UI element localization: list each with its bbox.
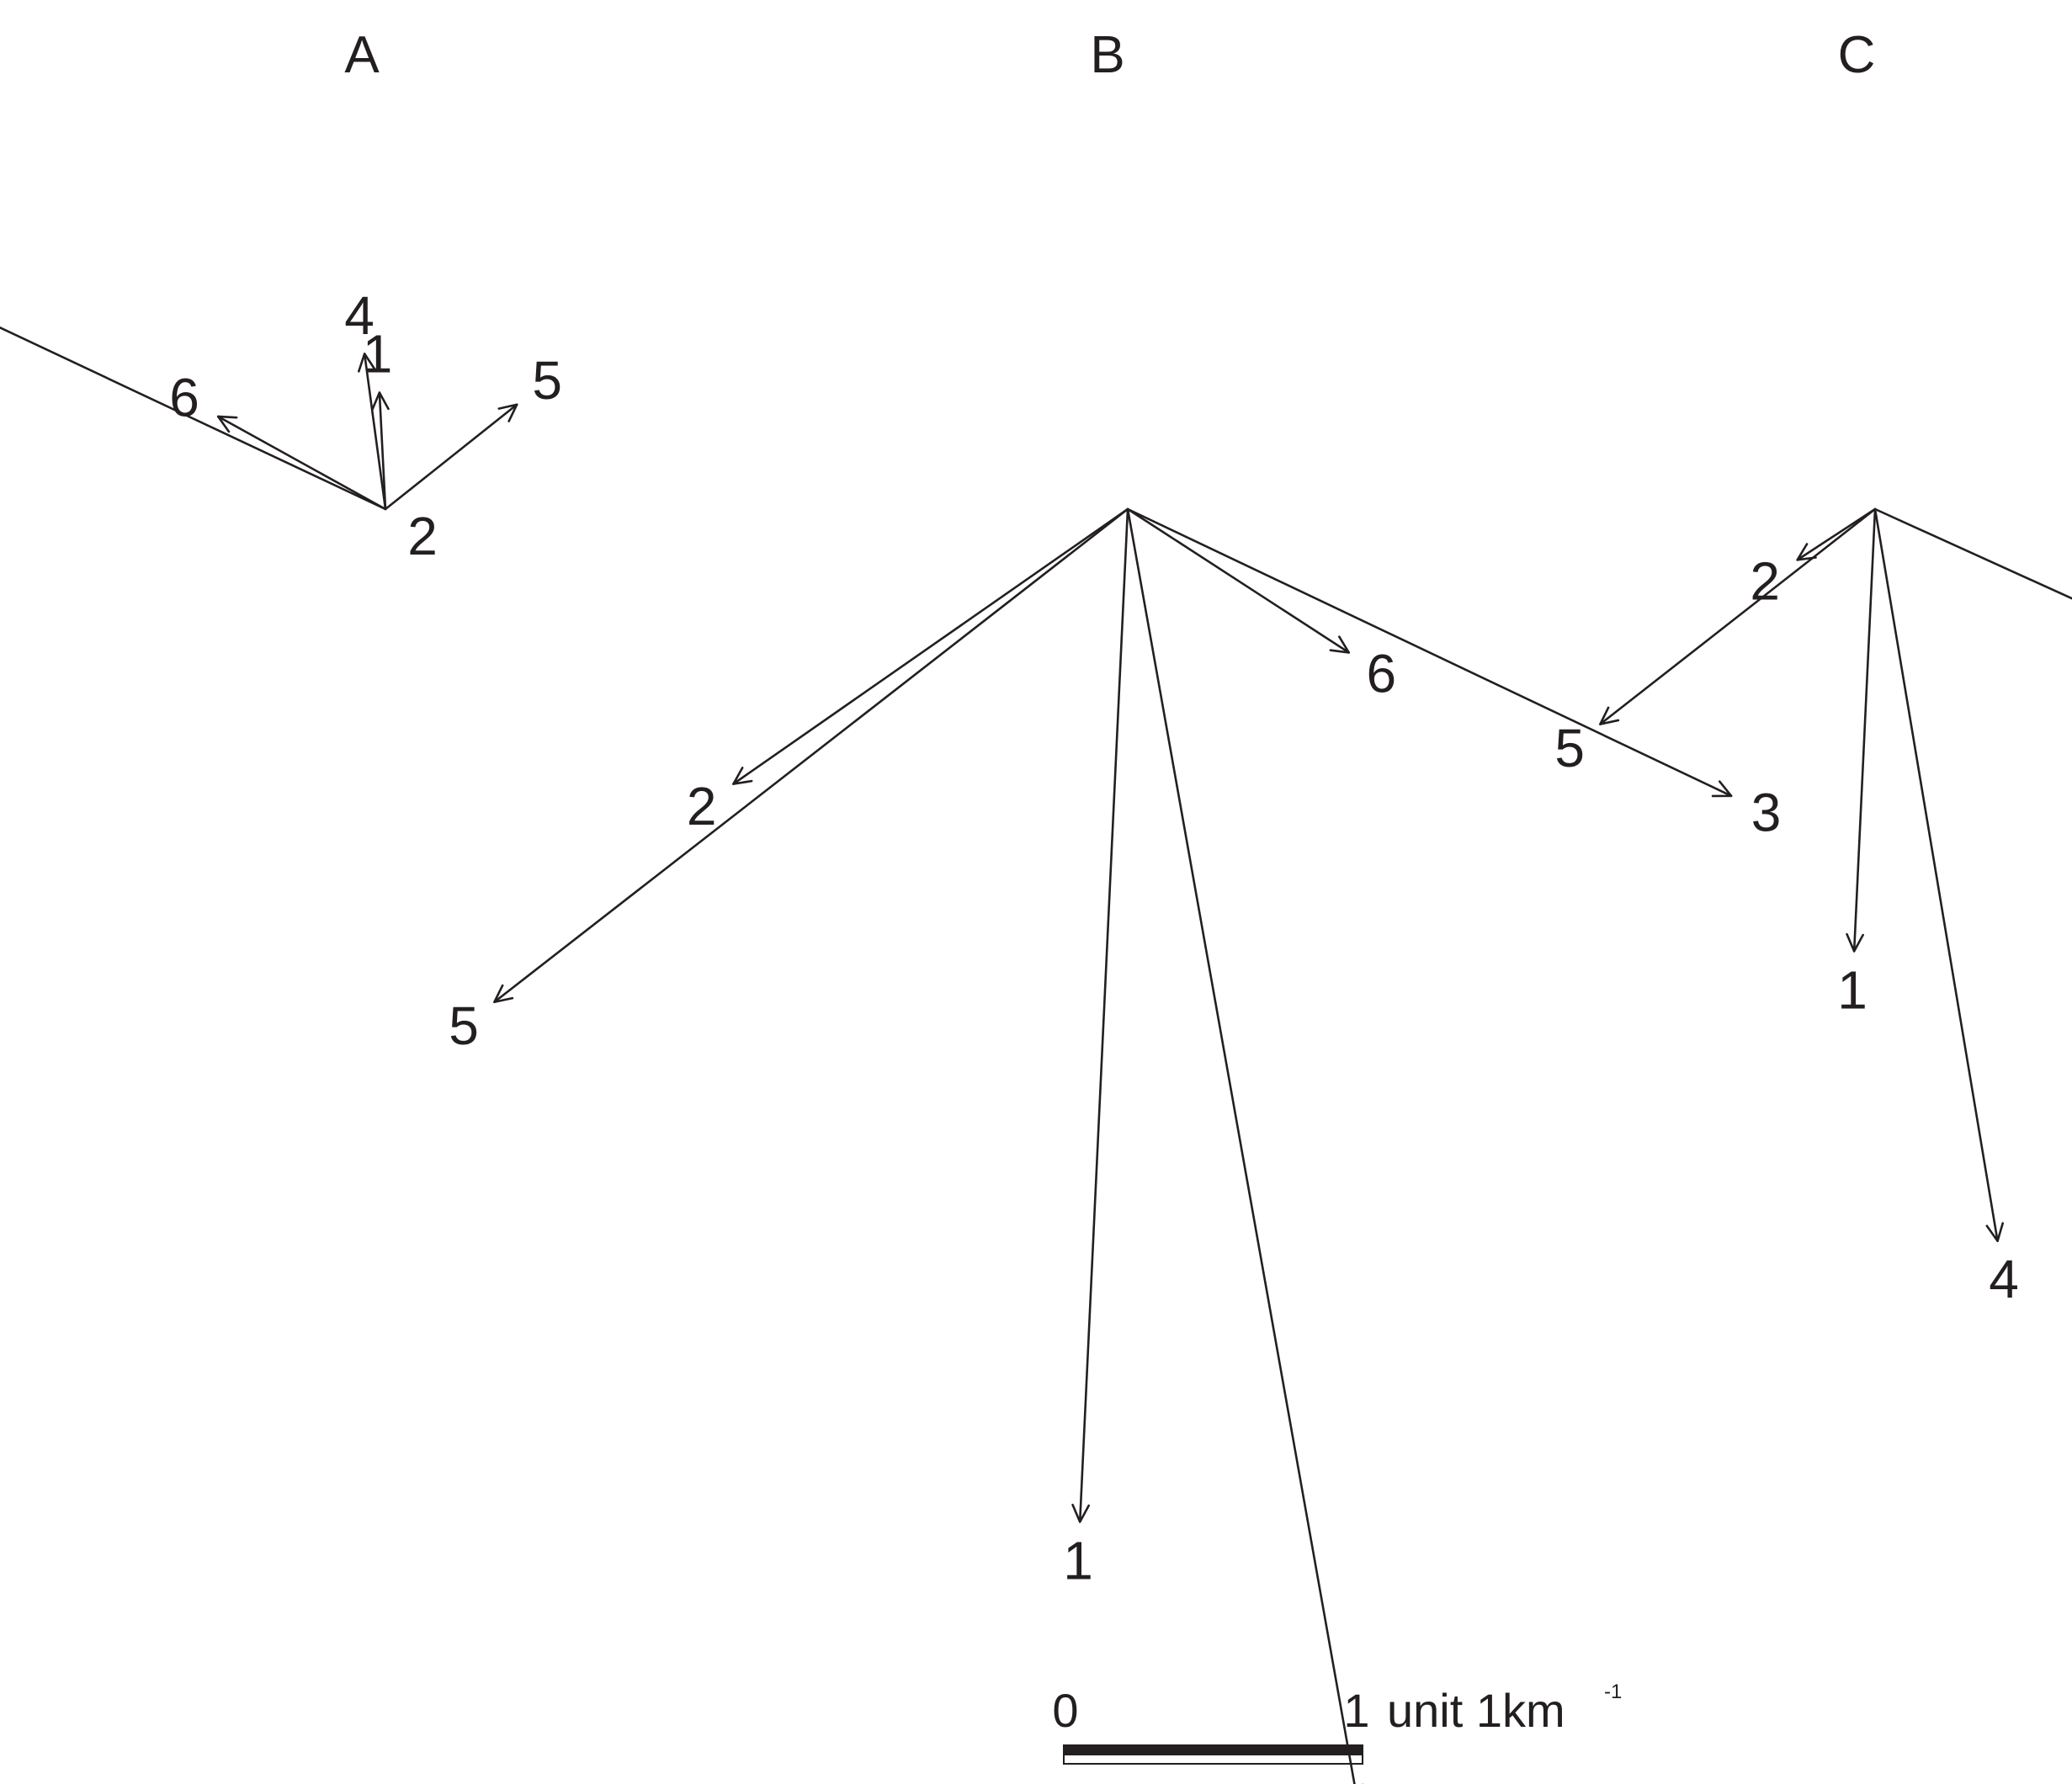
vector-label-b-1: 1: [1063, 1530, 1093, 1590]
vector-c-3: [1873, 507, 2072, 600]
arrowhead-b-6: [1329, 635, 1350, 654]
vector-label-b-3: 3: [1751, 783, 1782, 843]
panel-title-b: B: [1090, 26, 1124, 84]
vector-c-5: [1599, 507, 1877, 725]
vector-a-6: [216, 415, 387, 511]
scale-unit-superscript: -1: [1604, 1680, 1622, 1703]
scale-bar-frame: [1063, 1744, 1363, 1765]
vector-a-4: [363, 353, 387, 511]
arrowhead-b-3: [1711, 780, 1733, 798]
vector-label-a-2: 2: [407, 506, 438, 566]
scale-start-label: 0: [1052, 1684, 1078, 1737]
panel-title-a: A: [344, 26, 380, 84]
vector-label-c-1: 1: [1837, 959, 1867, 1020]
vector-b-3: [1126, 507, 1733, 798]
vector-b-1: [1078, 507, 1129, 1523]
arrowhead-c-4: [1985, 1222, 2005, 1243]
vector-b-4: [1126, 507, 1356, 1784]
vector-c-2: [1796, 507, 1877, 561]
vector-a-3: [0, 326, 387, 511]
vector-label-c-5: 5: [1554, 718, 1585, 778]
vector-a-1: [378, 391, 387, 511]
scale-bar: 0 1 unit 1km -1: [1052, 1680, 1622, 1765]
panel-title-c: C: [1838, 26, 1876, 84]
vector-label-b-6: 6: [1367, 643, 1397, 704]
arrowhead-c-1: [1846, 932, 1864, 953]
vector-b-5: [493, 507, 1129, 1004]
vector-a-5: [384, 403, 518, 511]
arrowhead-a-1: [371, 391, 390, 411]
arrowhead-b-1: [1071, 1503, 1090, 1523]
scale-end-label: 1: [1343, 1684, 1369, 1737]
vector-label-b-5: 5: [449, 996, 479, 1056]
scale-bar-fill: [1064, 1745, 1363, 1755]
vector-label-c-4: 4: [1989, 1249, 2019, 1309]
panel-b-vectors: 123456: [449, 507, 1782, 1784]
scale-unit-label: unit 1km: [1387, 1684, 1565, 1737]
vector-label-a-6: 6: [169, 368, 199, 428]
vector-label-c-2: 2: [1750, 551, 1780, 612]
vector-c-1: [1852, 507, 1877, 953]
vector-b-2: [732, 507, 1129, 785]
arrowhead-b-5: [493, 984, 514, 1004]
panel-a-vectors: 123456: [0, 285, 562, 566]
vector-b-6: [1126, 507, 1350, 654]
arrowhead-a-4: [358, 353, 376, 373]
vector-label-a-4: 4: [344, 285, 375, 346]
arrowhead-c-2: [1796, 543, 1817, 561]
arrowhead-c-5: [1599, 706, 1620, 725]
vector-c-4: [1873, 507, 1999, 1243]
arrowhead-b-2: [732, 767, 753, 785]
arrowhead-a-5: [497, 403, 518, 422]
vector-label-b-2: 2: [687, 776, 717, 836]
panel-c-vectors: 1 2 3 4 5: [1554, 507, 2072, 1309]
vector-label-a-5: 5: [532, 350, 562, 411]
arrowhead-a-6: [216, 415, 238, 433]
